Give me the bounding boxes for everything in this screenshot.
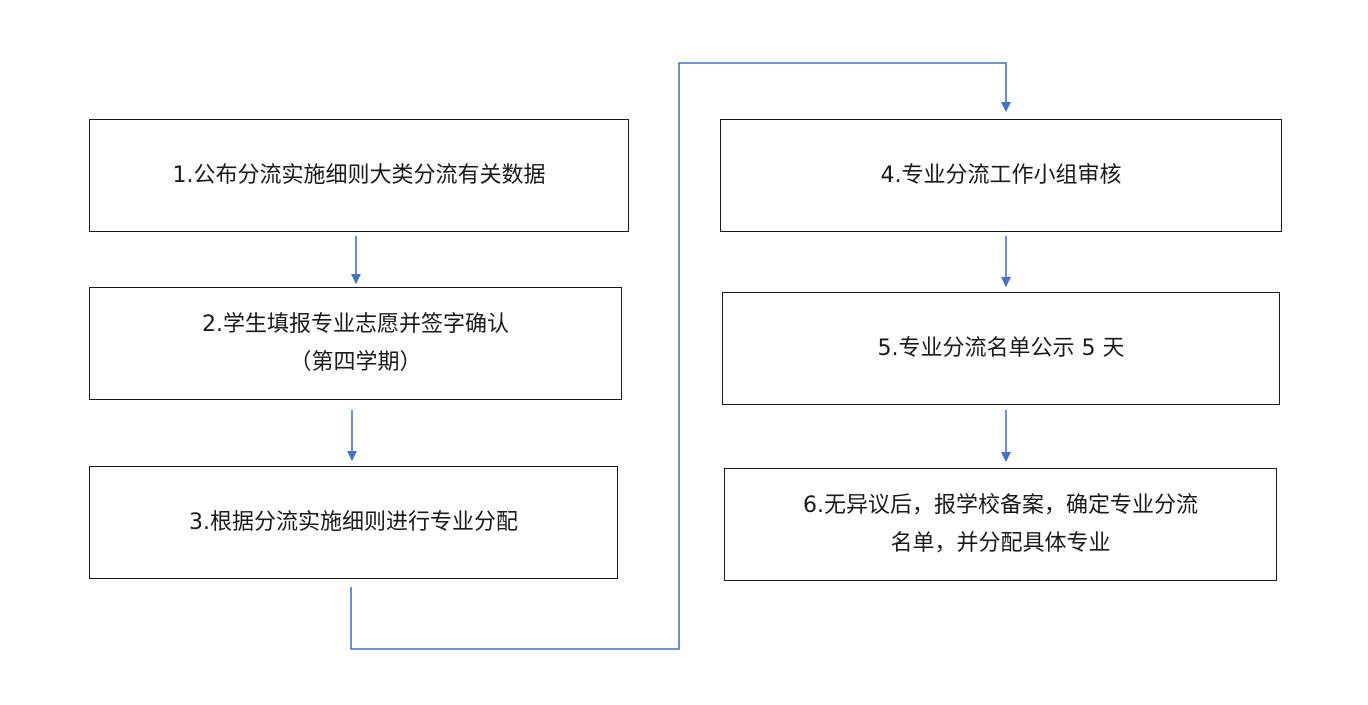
step-6-subtext: 名单，并分配具体专业: [890, 530, 1111, 556]
arrow-step3-to-step4: [350, 62, 1011, 650]
step-2-box: 2.学生填报专业志愿并签字确认 （第四学期）: [89, 287, 622, 400]
step-5-text: 5.专业分流名单公示 5 天: [877, 335, 1125, 361]
step-6-box: 6.无异议后，报学校备案，确定专业分流 名单，并分配具体专业: [724, 468, 1277, 581]
step-1-box: 1.公布分流实施细则大类分流有关数据: [89, 119, 629, 232]
step-3-box: 3.根据分流实施细则进行专业分配: [89, 466, 618, 579]
step-2-text: 2.学生填报专业志愿并签字确认: [202, 311, 509, 337]
step-5-box: 5.专业分流名单公示 5 天: [722, 292, 1280, 405]
step-2-subtext: （第四学期）: [289, 349, 422, 375]
step-3-text: 3.根据分流实施细则进行专业分配: [189, 509, 518, 535]
step-4-box: 4.专业分流工作小组审核: [720, 119, 1282, 232]
step-1-text: 1.公布分流实施细则大类分流有关数据: [172, 162, 546, 188]
step-6-text: 6.无异议后，报学校备案，确定专业分流: [803, 492, 1198, 518]
step-4-text: 4.专业分流工作小组审核: [880, 162, 1122, 188]
